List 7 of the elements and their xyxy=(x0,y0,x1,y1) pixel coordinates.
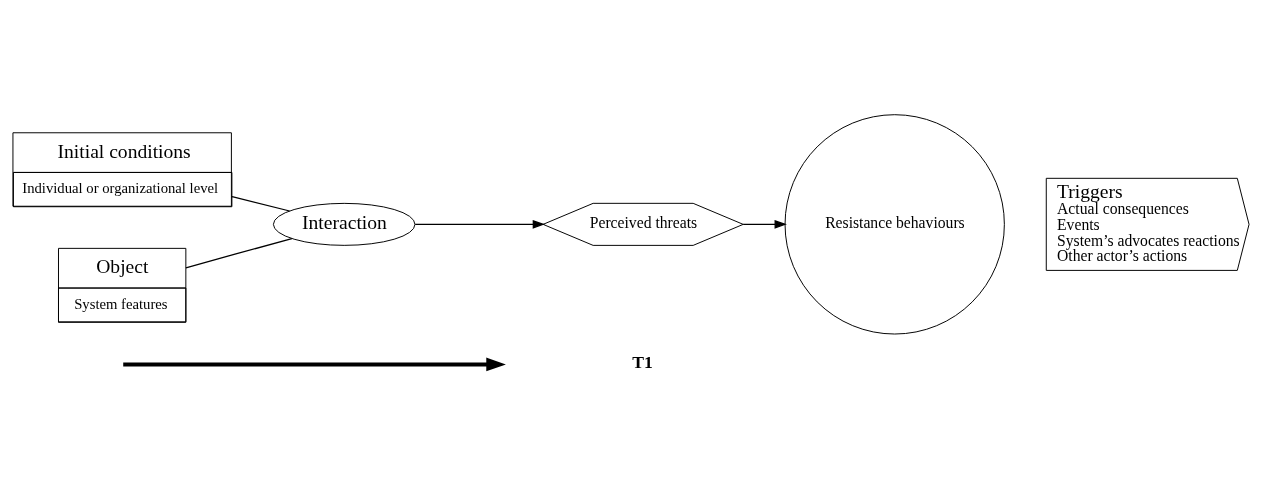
node-ellipse: Interaction xyxy=(272,202,416,246)
arrow xyxy=(414,220,546,229)
node-circle: Resistance behaviours xyxy=(784,114,1005,335)
label: T1 xyxy=(632,351,653,372)
connector xyxy=(185,237,293,269)
connector xyxy=(230,195,291,212)
arrow xyxy=(742,220,787,229)
